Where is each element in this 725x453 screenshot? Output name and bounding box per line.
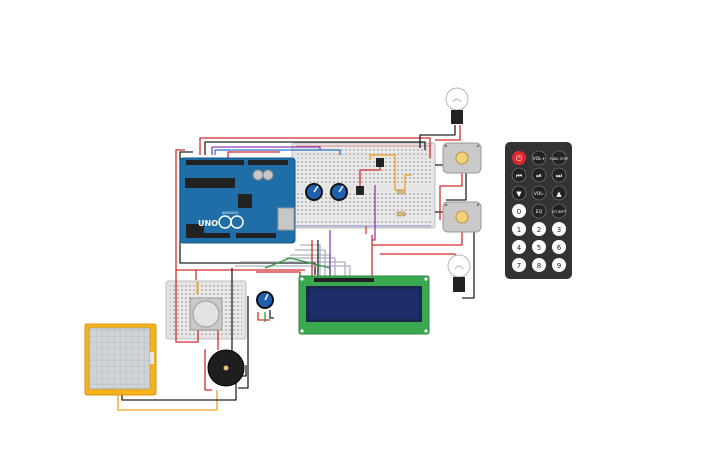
- light-bulb-bottom: [447, 254, 471, 292]
- light-bulb-top: [445, 87, 469, 124]
- arduino-brand-text: UNO: [198, 219, 218, 228]
- touch-panel: [84, 323, 157, 396]
- up-arrow-icon: ▲: [556, 190, 562, 198]
- button-0-label: 0: [517, 208, 521, 216]
- arduino-board-text: ARDUINO: [222, 211, 239, 215]
- button-7-label: 7: [517, 262, 521, 270]
- next-icon: ⏭: [556, 172, 563, 180]
- func-stop-button-label: FUNC STOP: [550, 157, 568, 161]
- breadboard-components: [305, 158, 406, 234]
- piezo-buzzer: [207, 349, 245, 387]
- eq-button-label: EQ: [536, 209, 543, 215]
- arduino-uno: UNO ARDUINO: [179, 157, 296, 244]
- button-6-label: 6: [557, 244, 562, 252]
- vol-up-button-label: VOL+: [533, 156, 546, 162]
- resistor-2: [396, 211, 406, 217]
- down-arrow-icon: ▼: [516, 190, 522, 198]
- lcd-display: [298, 275, 430, 335]
- button-3-label: 3: [557, 226, 561, 234]
- button-9-label: 9: [557, 262, 561, 270]
- button-1-label: 1: [517, 226, 521, 234]
- ir-remote: ⏻ VOL+ FUNC STOP ⏮ ⏯ ⏭ ▼ VOL- ▲ 0 EQ ST/…: [505, 142, 572, 279]
- button-5-label: 5: [537, 244, 541, 252]
- st-rept-button-label: ST/ REPT: [552, 210, 566, 214]
- temperature-sensor: [356, 186, 364, 195]
- vol-down-button-label: VOL-: [534, 191, 545, 197]
- main-breadboard: [291, 142, 436, 229]
- button-2-label: 2: [537, 226, 541, 234]
- button-4-label: 4: [517, 244, 522, 252]
- power-button: [512, 151, 526, 165]
- dc-motor-bottom: [442, 201, 482, 233]
- previous-icon: ⏮: [516, 172, 522, 180]
- gas-sensor: [192, 300, 220, 328]
- power-icon: ⏻: [516, 154, 523, 163]
- ir-receiver: [376, 158, 384, 167]
- dc-motor-top: [442, 142, 482, 174]
- resistor-1: [396, 189, 406, 195]
- button-8-label: 8: [537, 262, 541, 270]
- play-pause-icon: ⏯: [536, 172, 542, 180]
- small-board-components: [189, 282, 274, 331]
